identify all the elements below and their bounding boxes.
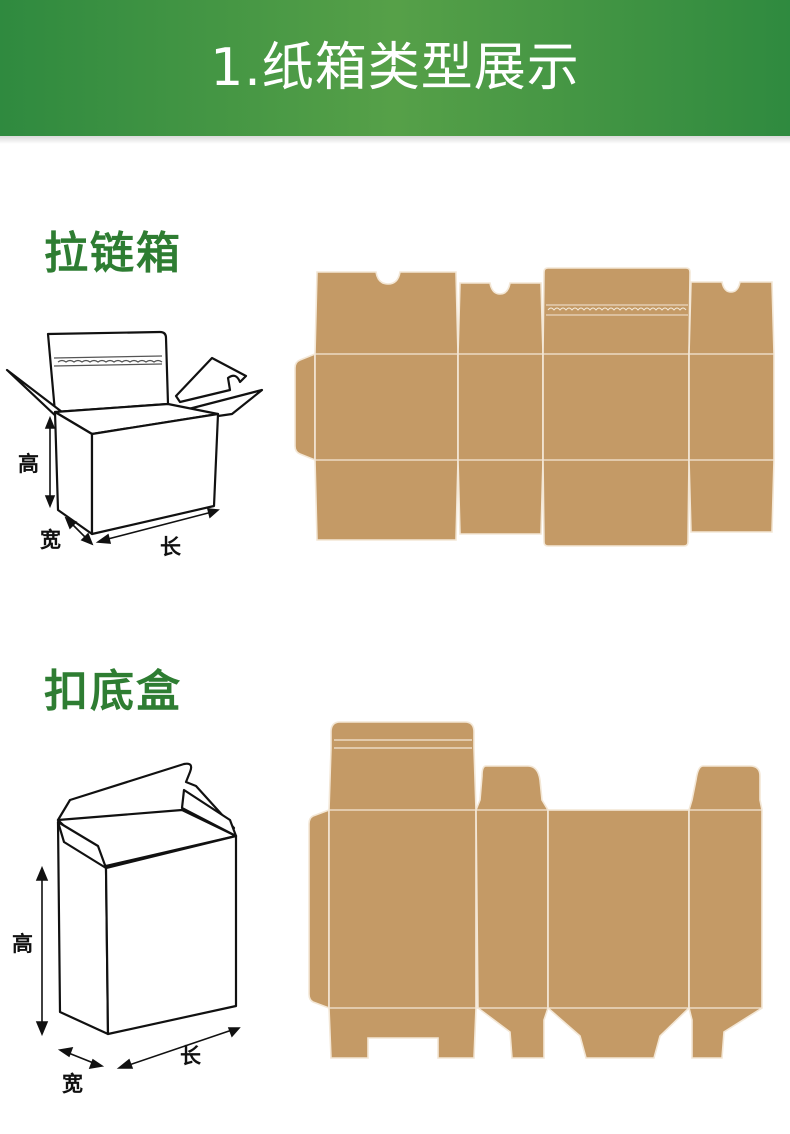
banner-shadow [0, 136, 790, 144]
lock-box-width-label: 宽 [62, 1072, 83, 1096]
zipper-box-right-flap [174, 356, 248, 404]
zipper-dieline-panel-4 [688, 281, 775, 533]
lock-dieline-glue-tab [308, 808, 330, 1010]
lock-box-side-flap [180, 788, 238, 838]
lock-dieline-panel-2 [475, 765, 549, 1059]
zipper-box-length-label: 长 [160, 535, 181, 559]
page-title: 1.纸箱类型展示 [210, 38, 580, 98]
zipper-dieline-glue-tab [294, 352, 316, 462]
section-title-zipper-box: 拉链箱 [44, 228, 182, 279]
lock-box-front-face [104, 834, 238, 1036]
lock-dieline-panel-4 [688, 765, 763, 1059]
header-banner [0, 0, 790, 136]
lock-box-front-flap [56, 820, 108, 870]
lock-dieline-panel-3 [547, 809, 690, 1059]
zipper-box-front-face [90, 412, 220, 536]
zipper-dieline-zipper-strip [546, 304, 688, 316]
lock-box-length-label: 长 [180, 1044, 201, 1068]
lock-dieline-panel-1 [328, 721, 477, 1059]
section-title-lock-bottom-box: 扣底盒 [44, 666, 182, 717]
zipper-box-back-flap [46, 330, 170, 414]
zipper-dieline-panel-3 [542, 267, 691, 547]
lock-box-height-label: 高 [12, 932, 33, 956]
zipper-box-height-label: 高 [18, 452, 39, 476]
zipper-box-width-label: 宽 [40, 528, 61, 552]
